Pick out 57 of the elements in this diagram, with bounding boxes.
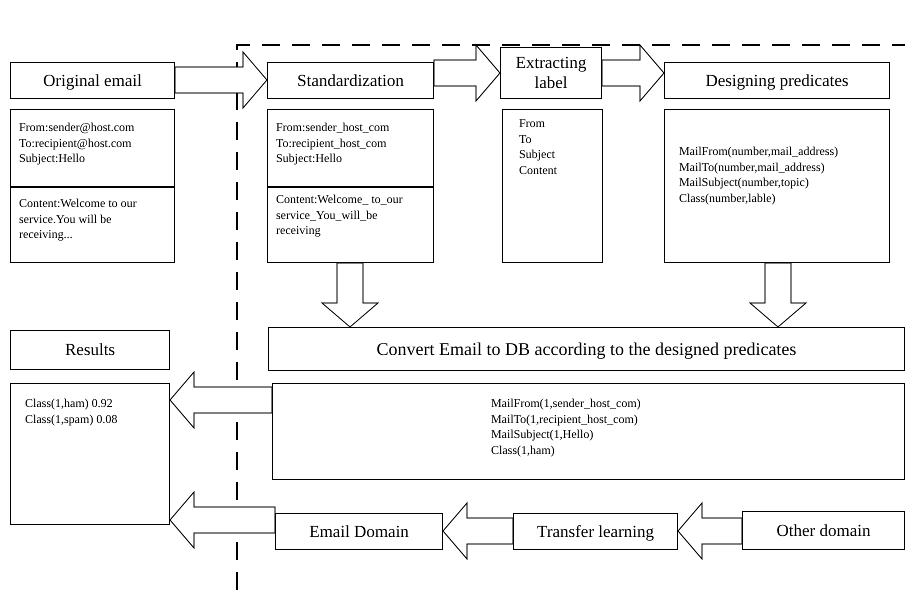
text-line: To:recipient@host.com: [19, 136, 132, 152]
text-panel: [664, 109, 890, 263]
text-line: Class(1,spam) 0.08: [25, 412, 118, 428]
text-line: MailTo(1,recipient_host_com): [491, 412, 638, 428]
text-line: To:recipient_host_com: [276, 136, 386, 152]
text-panel: [267, 109, 434, 187]
box-title: Transfer learning: [537, 522, 654, 542]
box-title: Designing predicates: [705, 70, 849, 90]
box-title: Other domain: [776, 520, 870, 540]
block-arrow: [748, 262, 808, 328]
text-panel: [502, 109, 603, 263]
block-arrow: [442, 502, 514, 560]
block-arrow: [320, 262, 380, 328]
process-box: [275, 513, 443, 550]
text-line: Class(1,ham): [491, 442, 555, 458]
block-arrow: [169, 370, 272, 430]
box-title: Standardization: [297, 70, 404, 90]
text-line: Content:Welcome_ to_our service_You_will_be receiving: [276, 192, 404, 239]
text-panel: [10, 109, 175, 187]
text-line: Class(1,ham) 0.92: [25, 396, 113, 412]
process-box: [742, 511, 905, 550]
text-line: To: [519, 132, 532, 148]
text-line: Subject: [519, 147, 555, 163]
process-box: [513, 513, 678, 550]
block-arrow: [174, 50, 268, 110]
text-line: MailSubject(1,Hello): [491, 427, 594, 443]
text-line: MailFrom(1,sender_host_com): [491, 396, 641, 412]
text-line: Class(number,lable): [679, 190, 776, 206]
block-arrow: [434, 44, 501, 102]
text-panel: [267, 187, 434, 263]
text-line: From:sender_host_com: [276, 120, 390, 136]
process-box: [500, 47, 602, 99]
text-line: Content: [519, 162, 557, 178]
box-title: Extracting label: [514, 53, 588, 93]
box-title: Results: [64, 340, 116, 360]
text-panel: [272, 383, 905, 480]
box-title: Original email: [43, 70, 142, 90]
box-title: Convert Email to DB according to the designed predicates: [376, 338, 796, 360]
block-arrow: [677, 502, 742, 560]
text-line: MailSubject(number,topic): [679, 175, 809, 191]
process-box: [267, 62, 434, 99]
text-line: Subject:Hello: [276, 151, 342, 167]
text-panel: [10, 187, 175, 263]
text-line: From:sender@host.com: [19, 120, 134, 136]
text-line: Subject:Hello: [19, 151, 85, 167]
text-line: From: [519, 116, 546, 132]
text-line: Content:Welcome to our service.You will be receiving...: [19, 196, 138, 243]
block-arrow: [169, 490, 276, 550]
box-title: Email Domain: [309, 522, 409, 542]
text-panel: [10, 383, 170, 525]
process-box: [10, 330, 170, 370]
process-box: [664, 62, 890, 99]
process-box: [268, 327, 905, 371]
text-line: MailFrom(number,mail_address): [679, 144, 838, 160]
text-line: MailTo(number,mail_address): [679, 160, 825, 176]
block-arrow: [602, 44, 665, 102]
process-box: [10, 62, 175, 99]
